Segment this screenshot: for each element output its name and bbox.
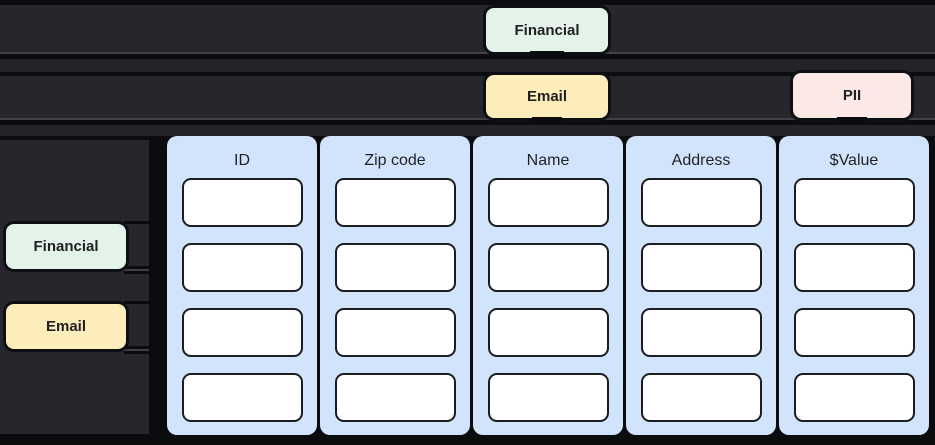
financial-slot-line-gray — [124, 269, 149, 271]
table-cell — [181, 373, 303, 422]
column-card-id: ID — [167, 136, 317, 435]
table-cell — [181, 178, 303, 227]
column-card-value: $Value — [779, 136, 929, 435]
table-cell — [334, 178, 456, 227]
column-card-zip-code: Zip code — [320, 136, 470, 435]
email-tag-connector-stub — [532, 117, 562, 124]
schema-lane — [0, 76, 935, 120]
table-cell — [793, 373, 915, 422]
email-slot-line-bottom — [124, 346, 149, 349]
pii-tag-connector-stub — [837, 117, 867, 124]
financial-tag-connector-stub — [530, 51, 564, 58]
email-tag-schema[interactable]: Email — [486, 75, 608, 118]
table-cell — [334, 243, 456, 292]
table-cell — [640, 243, 762, 292]
column-header-zip-code: Zip code — [364, 152, 426, 169]
table-cell — [793, 243, 915, 292]
financial-slot-line-bottom2 — [124, 271, 149, 274]
financial-tag-top[interactable]: Financial — [486, 8, 608, 52]
top-lane — [0, 5, 935, 54]
column-card-address: Address — [626, 136, 776, 435]
pii-tag-schema[interactable]: PII — [793, 73, 911, 118]
sidebar-panel: Financial Email — [0, 140, 149, 434]
column-header-value: $Value — [829, 152, 879, 169]
column-header-id: ID — [234, 152, 250, 169]
table-cell — [181, 308, 303, 357]
email-tag-sidebar[interactable]: Email — [6, 304, 126, 349]
email-slot-line-bottom2 — [124, 351, 149, 354]
column-header-name: Name — [526, 152, 570, 169]
table-cell — [334, 373, 456, 422]
table-cell — [640, 308, 762, 357]
table-cell — [487, 373, 609, 422]
table-columns: ID Zip code Name Address — [167, 136, 929, 435]
table-cell — [487, 178, 609, 227]
financial-slot-line-bottom — [124, 266, 149, 269]
table-cell — [793, 178, 915, 227]
column-header-address: Address — [671, 152, 731, 169]
divider-strip-lower — [0, 125, 935, 136]
column-card-name: Name — [473, 136, 623, 435]
email-slot-line-gray — [124, 349, 149, 351]
table-cell — [334, 308, 456, 357]
financial-slot-line-top — [124, 221, 149, 224]
email-slot-line-top — [124, 301, 149, 304]
financial-tag-sidebar[interactable]: Financial — [6, 224, 126, 269]
table-cell — [487, 243, 609, 292]
table-cell — [793, 308, 915, 357]
table-cell — [487, 308, 609, 357]
table-cell — [640, 373, 762, 422]
table-cell — [181, 243, 303, 292]
divider-strip-upper — [0, 59, 935, 72]
table-cell — [640, 178, 762, 227]
